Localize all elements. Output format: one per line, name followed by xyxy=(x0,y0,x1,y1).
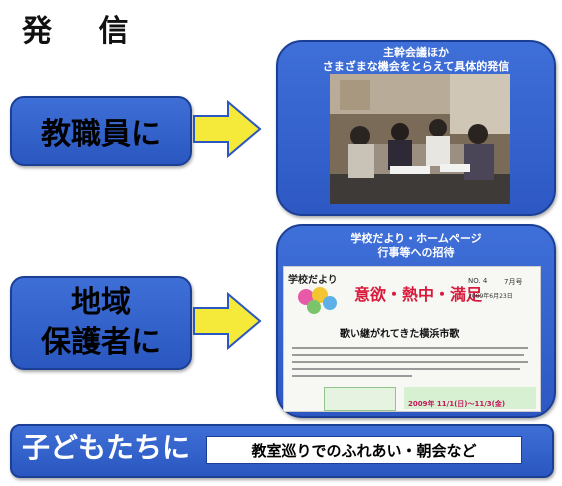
flower-illustration-icon xyxy=(298,287,337,314)
children-activity-text: 教室巡りでのふれあい・朝会など xyxy=(251,441,477,460)
newsletter-issue: NO. 4 xyxy=(468,277,488,285)
community-caption-line-1: 学校だより・ホームページ xyxy=(350,232,482,245)
newsletter-date: 2009年6月23日 xyxy=(468,293,513,300)
right-arrow-icon xyxy=(193,100,262,158)
newsletter-slogan: 意欲・熱中・満足 xyxy=(354,285,483,304)
newsletter-image: 学校だより 意欲・熱中・満足 NO. 4 7月号 2009年6月23日 歌い継が… xyxy=(283,266,541,412)
newsletter-masthead: 学校だより xyxy=(288,275,338,286)
meeting-photo xyxy=(330,74,510,204)
community-parents-label: 地域 保護者に xyxy=(10,276,192,370)
community-caption-line-2: 行事等への招待 xyxy=(377,246,455,259)
teachers-label-text: 教職員に xyxy=(41,117,161,152)
newsletter-month: 7月号 xyxy=(504,278,523,286)
newsletter-inset-box xyxy=(324,387,396,411)
children-label: 子どもたちに xyxy=(22,431,191,464)
teachers-caption-line-1: 主幹会議ほか xyxy=(383,46,449,59)
community-label-line-1: 地域 xyxy=(71,285,131,320)
page-title: 発 信 xyxy=(22,14,147,49)
children-activity-box: 教室巡りでのふれあい・朝会など xyxy=(206,436,522,464)
newsletter-footer-banner: 2009年 11/1(日)〜11/3(金) xyxy=(404,387,536,409)
teachers-label: 教職員に xyxy=(10,96,192,166)
meeting-photo-image xyxy=(330,74,510,204)
community-label-line-2: 保護者に xyxy=(41,325,161,360)
newsletter-headline: 歌い継がれてきた横浜市歌 xyxy=(340,329,460,340)
right-arrow-icon xyxy=(193,292,262,350)
newsletter-body-text-lines xyxy=(292,347,528,377)
teachers-caption-line-2: さまざまな機会をとらえて具体的発信 xyxy=(322,60,510,73)
